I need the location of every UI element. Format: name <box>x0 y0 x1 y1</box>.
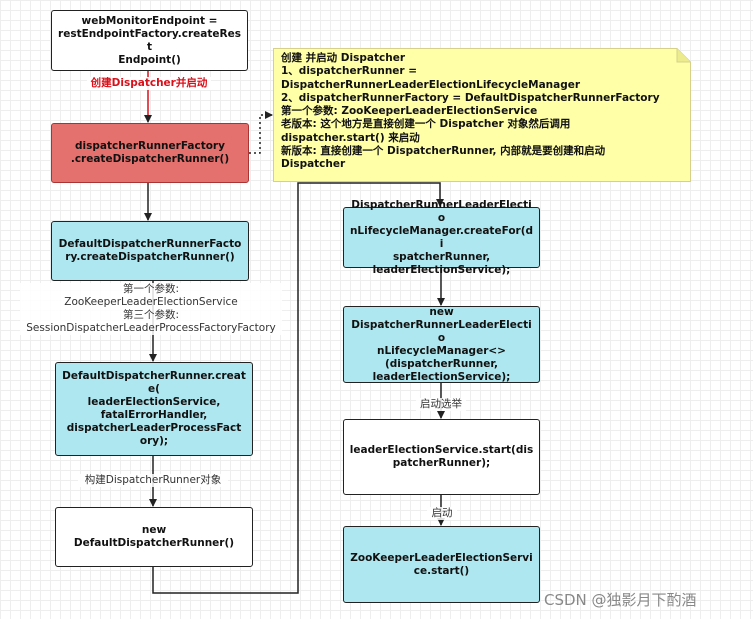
label-start-election: 启动选举 <box>416 398 466 411</box>
label-create-dispatcher-start: 创建Dispatcher并启动 <box>87 77 211 90</box>
label-start: 启动 <box>427 507 457 520</box>
edge-create-to-note <box>249 111 273 154</box>
node-create-dispatcher-runner: dispatcherRunnerFactory .createDispatche… <box>51 123 249 183</box>
node-default-runner-create: DefaultDispatcherRunner.creat e( leaderE… <box>55 362 253 456</box>
node-new-lifecycle-manager: new DispatcherRunnerLeaderElectio nLifec… <box>343 306 540 383</box>
note-shape <box>273 48 691 182</box>
edge-new-to-lifecycle <box>152 182 444 594</box>
node-default-factory-create: DefaultDispatcherRunnerFacto ry.createDi… <box>51 221 249 281</box>
node-new-default-runner: new DefaultDispatcherRunner() <box>55 507 253 567</box>
node-zk-election-start: ZooKeeperLeaderElectionServi ce.start() <box>343 526 540 603</box>
note-dispatcher-explanation: 创建 并启动 Dispatcher 1、dispatcherRunner = D… <box>273 48 691 182</box>
node-election-service-start: leaderElectionService.start(dis patcherR… <box>343 419 540 495</box>
label-params: 第一个参数: ZooKeeperLeaderElectionService 第三… <box>20 283 282 335</box>
node-web-monitor-endpoint: webMonitorEndpoint = restEndpointFactory… <box>51 10 248 71</box>
label-build-runner: 构建DispatcherRunner对象 <box>78 474 228 487</box>
watermark: CSDN @独影月下酌酒 <box>544 591 697 609</box>
node-lifecycle-create-for: DispatcherRunnerLeaderElectio nLifecycle… <box>343 199 540 276</box>
note-text: 创建 并启动 Dispatcher 1、dispatcherRunner = D… <box>281 52 660 171</box>
